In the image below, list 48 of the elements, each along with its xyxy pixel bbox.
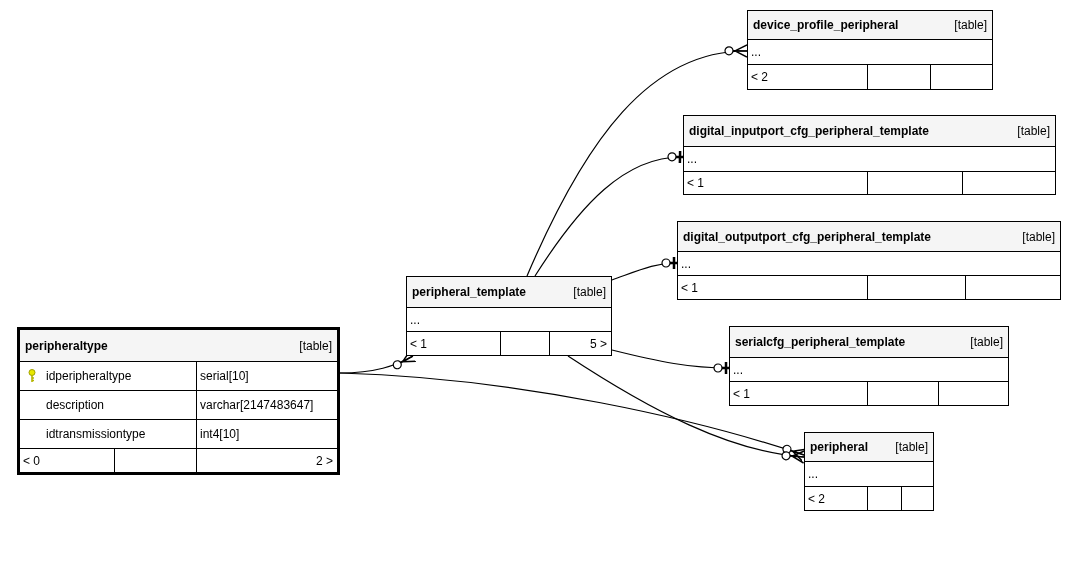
column-ellipsis: ... bbox=[410, 312, 420, 327]
column-type: varchar[2147483647] bbox=[200, 398, 314, 412]
relationship-connector bbox=[567, 355, 806, 464]
table-type-label: [table] bbox=[895, 440, 928, 454]
table-box bbox=[17, 327, 340, 475]
relationship-connector bbox=[526, 44, 749, 277]
relation-count: < 2 bbox=[808, 491, 825, 506]
table-type-label: [table] bbox=[299, 338, 332, 353]
table-box bbox=[406, 276, 612, 356]
relationship-connector bbox=[611, 349, 731, 376]
table-type-label: [table] bbox=[573, 285, 606, 299]
table-type-label: [table] bbox=[970, 335, 1003, 349]
relationship-connector bbox=[339, 372, 807, 462]
column-type: int4[10] bbox=[200, 427, 240, 441]
relationship-connector bbox=[534, 149, 685, 277]
column-name: idtransmissiontype bbox=[46, 427, 146, 441]
table-name: peripheral bbox=[810, 440, 869, 454]
relation-count: < 1 bbox=[681, 280, 698, 295]
relation-count: < 1 bbox=[410, 336, 427, 351]
table-box bbox=[677, 221, 1061, 300]
column-ellipsis: ... bbox=[808, 467, 818, 481]
column-ellipsis: ... bbox=[687, 152, 697, 166]
column-type: serial[10] bbox=[200, 369, 249, 383]
table-box bbox=[804, 432, 934, 511]
column-name: idperipheraltype bbox=[46, 369, 132, 383]
table-name: digital_outputport_cfg_peripheral_template bbox=[683, 229, 932, 244]
column-ellipsis: ... bbox=[733, 362, 743, 377]
relation-count: < 1 bbox=[687, 176, 704, 190]
table-name: device_profile_peripheral bbox=[753, 18, 899, 32]
table-name: peripheraltype bbox=[25, 338, 108, 353]
table-box bbox=[747, 10, 993, 90]
table-name: peripheral_template bbox=[412, 285, 527, 299]
relationship-connector bbox=[611, 255, 679, 281]
column-ellipsis: ... bbox=[751, 45, 761, 59]
column-name: description bbox=[46, 398, 105, 412]
column-ellipsis: ... bbox=[681, 256, 691, 271]
table-name: digital_inputport_cfg_peripheral_template bbox=[689, 124, 930, 138]
relation-count: 5 > bbox=[590, 336, 607, 351]
relation-count: < 1 bbox=[733, 386, 750, 401]
table-name: serialcfg_peripheral_template bbox=[735, 335, 906, 349]
table-box bbox=[683, 115, 1056, 195]
relation-count: < 0 bbox=[23, 453, 40, 468]
table-type-label: [table] bbox=[1022, 229, 1055, 244]
relation-count: < 2 bbox=[751, 70, 768, 84]
table-type-label: [table] bbox=[954, 18, 987, 32]
relation-count: 2 > bbox=[316, 453, 333, 468]
table-type-label: [table] bbox=[1017, 124, 1050, 138]
table-box bbox=[729, 326, 1009, 406]
